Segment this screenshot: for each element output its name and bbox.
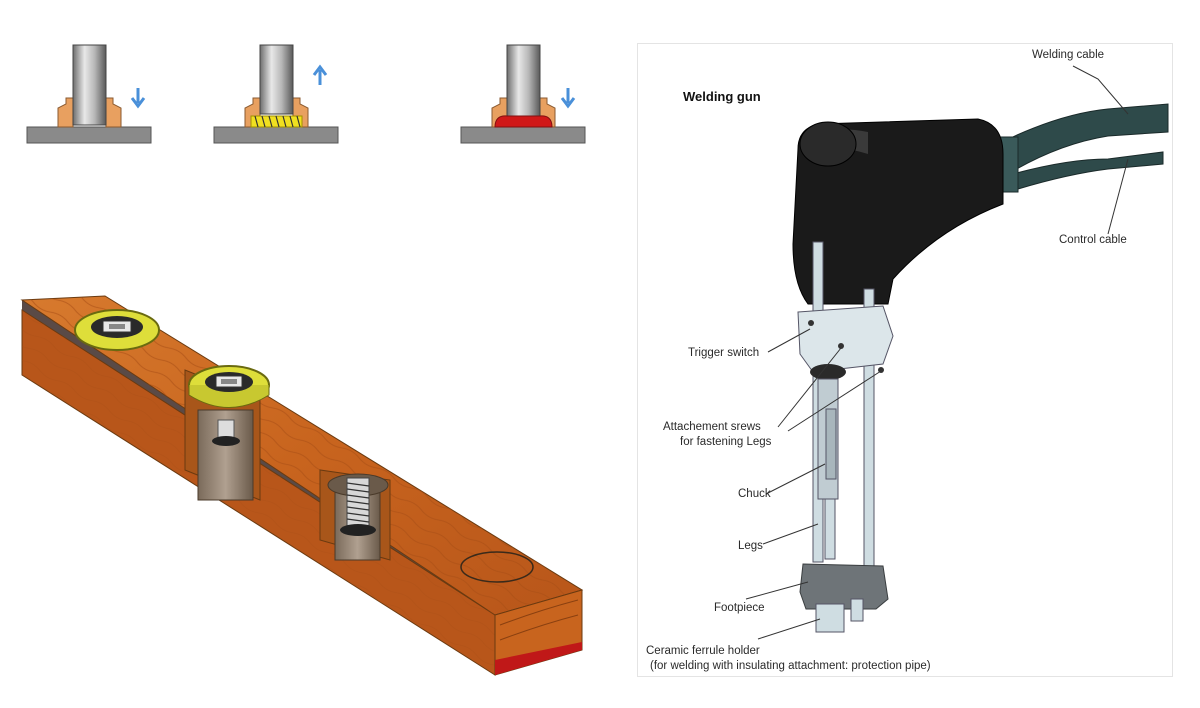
label-footpiece: Footpiece: [714, 602, 765, 614]
base-plate: [460, 126, 586, 144]
ferrule-holder: [815, 603, 845, 633]
arrow-down-icon: [560, 88, 576, 109]
label-control-cable: Control cable: [1059, 234, 1127, 246]
label-ferrule-holder-line1: Ceramic ferrule holder: [646, 645, 760, 657]
washer-2: [188, 365, 270, 408]
welding-cable: [997, 103, 1169, 175]
gun-mechanism: [797, 241, 894, 633]
process-step-1: [26, 44, 152, 144]
cables: [992, 103, 1169, 193]
base-plate: [26, 126, 152, 144]
label-attachment-screws-line2: for fastening Legs: [680, 436, 772, 448]
gun-body: [792, 118, 1004, 305]
stud: [506, 44, 541, 119]
stud: [259, 44, 294, 115]
chuck: [825, 408, 837, 480]
control-cable: [1012, 151, 1164, 190]
arrow-down-icon: [130, 88, 146, 109]
washer-1: [74, 309, 160, 351]
hole-outline: [460, 551, 534, 583]
process-step-3: [460, 44, 586, 144]
label-ferrule-holder-line2: (for welding with insulating attachment:…: [650, 660, 931, 672]
stud-welding-illustration: [20, 44, 586, 676]
footpiece: [799, 563, 889, 610]
label-welding-cable: Welding cable: [1032, 49, 1104, 61]
trigger-housing: [797, 305, 894, 373]
welding-gun-svg: Welding gun: [646, 49, 1169, 672]
label-legs: Legs: [738, 540, 763, 552]
board-red-edge: [495, 642, 582, 675]
process-step-2: [213, 44, 339, 144]
threaded-stud: [340, 477, 376, 536]
stud-welding-svg: [20, 44, 586, 676]
welding-gun-diagram: Welding gun: [637, 43, 1173, 677]
ferrule-left: [57, 97, 74, 128]
label-attachment-screws-line1: Attachement srews: [663, 421, 761, 433]
label-chuck: Chuck: [738, 488, 771, 500]
arrow-up-icon: [312, 64, 328, 85]
ferrule-right: [105, 97, 122, 128]
weld-pool: [494, 115, 553, 128]
stud-nut: [212, 436, 240, 446]
callout-lines: [745, 65, 1129, 640]
stud: [72, 44, 107, 126]
cutaway-board: [20, 295, 584, 676]
base-plate: [213, 126, 339, 144]
arc-sparks: [254, 115, 301, 128]
label-trigger-switch: Trigger switch: [688, 347, 759, 359]
diagram-title: Welding gun: [683, 89, 761, 104]
